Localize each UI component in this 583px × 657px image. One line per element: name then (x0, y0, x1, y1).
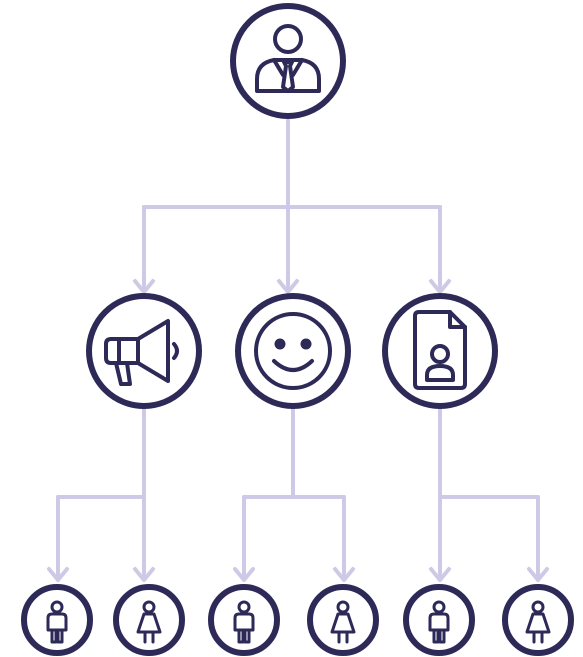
megaphone-node (86, 293, 202, 409)
person-node-ring (307, 584, 379, 656)
connector-to-profile (429, 205, 451, 294)
connector-to-person-6 (527, 495, 549, 582)
profile-document-node (382, 293, 498, 409)
megaphone-node-ring (86, 293, 202, 409)
connector-to-person-5 (429, 495, 451, 582)
male-person-icon (46, 600, 68, 644)
connector-to-megaphone (133, 205, 155, 294)
person-node-3 (208, 584, 280, 656)
connector-to-person-1 (47, 495, 69, 582)
female-person-icon (525, 600, 551, 644)
smiley-branch-line (242, 406, 346, 499)
person-node-5 (403, 584, 475, 656)
connector-lines (47, 116, 549, 582)
connector-to-person-3 (233, 495, 255, 582)
profile-branch-line (438, 406, 540, 499)
person-node-1 (21, 584, 93, 656)
person-node-ring (502, 584, 574, 656)
profile-document-icon (413, 310, 467, 390)
manager-icon (255, 24, 321, 93)
male-person-icon (428, 600, 450, 644)
person-node-ring (208, 584, 280, 656)
connector-to-smiley (277, 205, 299, 294)
person-node-6 (502, 584, 574, 656)
person-node-2 (113, 584, 185, 656)
male-person-icon (233, 600, 255, 644)
profile-document-node-ring (382, 293, 498, 409)
root-node (230, 3, 346, 119)
person-node-ring (113, 584, 185, 656)
smiley-icon (254, 312, 332, 390)
female-person-icon (330, 600, 356, 644)
connector-to-person-2 (133, 495, 155, 582)
person-node-4 (307, 584, 379, 656)
person-node-ring (403, 584, 475, 656)
connector-to-person-4 (333, 495, 355, 582)
female-person-icon (136, 600, 162, 644)
smiley-node (235, 293, 351, 409)
megaphone-icon (104, 319, 179, 386)
person-node-ring (21, 584, 93, 656)
megaphone-branch-line (56, 406, 146, 499)
